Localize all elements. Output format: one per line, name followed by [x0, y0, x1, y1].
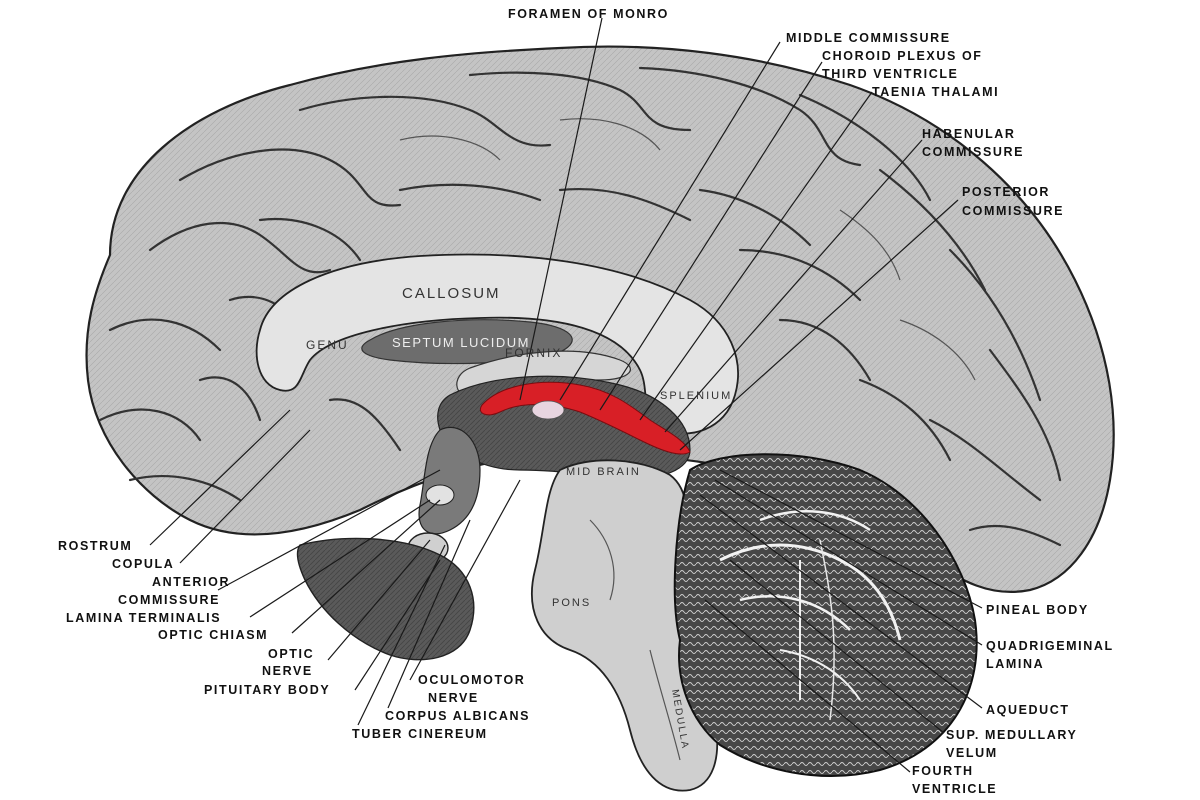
cerebellum	[673, 453, 978, 777]
label-anterior-2: COMMISSURE	[118, 593, 220, 607]
label-choroid-plexus-2: THIRD VENTRICLE	[822, 67, 959, 81]
label-anterior-1: ANTERIOR	[152, 575, 230, 589]
label-fourth-ventricle-2: VENTRICLE	[912, 782, 997, 796]
label-fornix: FORNIX	[505, 346, 562, 360]
label-genu: GENU	[306, 338, 349, 352]
label-rostrum: ROSTRUM	[58, 539, 132, 553]
label-oculomotor-1: OCULOMOTOR	[418, 673, 525, 687]
label-aqueduct: AQUEDUCT	[986, 703, 1070, 717]
label-pineal-body: PINEAL BODY	[986, 603, 1089, 617]
label-choroid-plexus-1: CHOROID PLEXUS OF	[822, 49, 983, 63]
label-lamina-terminalis: LAMINA TERMINALIS	[66, 611, 221, 625]
label-fourth-ventricle-1: FOURTH	[912, 764, 974, 778]
label-middle-commissure: MIDDLE COMMISSURE	[786, 31, 951, 45]
choroid-plexus	[480, 381, 691, 455]
label-corpus-albicans: CORPUS ALBICANS	[385, 709, 530, 723]
label-quadrigeminal-2: LAMINA	[986, 657, 1044, 671]
label-copula: COPULA	[112, 557, 174, 571]
hypothalamus	[418, 426, 481, 535]
middle-commissure	[531, 400, 565, 420]
label-pituitary-body: PITUITARY BODY	[204, 683, 330, 697]
label-habenular-1: HABENULAR	[922, 127, 1016, 141]
label-optic-chiasm: OPTIC CHIASM	[158, 628, 268, 642]
leader-lines	[149, 17, 983, 773]
label-callosum: CALLOSUM	[402, 285, 501, 302]
pons-fibers	[589, 519, 615, 601]
label-optic-nerve-1: OPTIC	[268, 647, 314, 661]
label-quadrigeminal-1: QUADRIGEMINAL	[986, 639, 1114, 653]
label-foramen-of-monro: FORAMEN OF MONRO	[508, 7, 669, 21]
label-oculomotor-2: NERVE	[428, 691, 479, 705]
temporal-lobe	[296, 537, 475, 661]
label-pons: PONS	[552, 597, 591, 609]
label-tuber-cinereum: TUBER CINEREUM	[352, 727, 488, 741]
label-posterior-1: POSTERIOR	[962, 185, 1050, 199]
medulla-fibers	[649, 649, 681, 761]
label-optic-nerve-2: NERVE	[262, 664, 313, 678]
label-habenular-2: COMMISSURE	[922, 145, 1024, 159]
label-mid-brain: MID BRAIN	[566, 466, 641, 478]
label-posterior-2: COMMISSURE	[962, 204, 1064, 218]
gyri-pattern	[98, 66, 1062, 547]
label-septum: SEPTUM LUCIDUM	[392, 335, 530, 350]
optic-chiasm-shape	[425, 484, 455, 506]
label-splenium: SPLENIUM	[660, 390, 732, 402]
label-sup-medullary-2: VELUM	[946, 746, 998, 760]
label-taenia-thalami: TAENIA THALAMI	[872, 85, 999, 99]
label-sup-medullary-1: SUP. MEDULLARY	[946, 728, 1077, 742]
